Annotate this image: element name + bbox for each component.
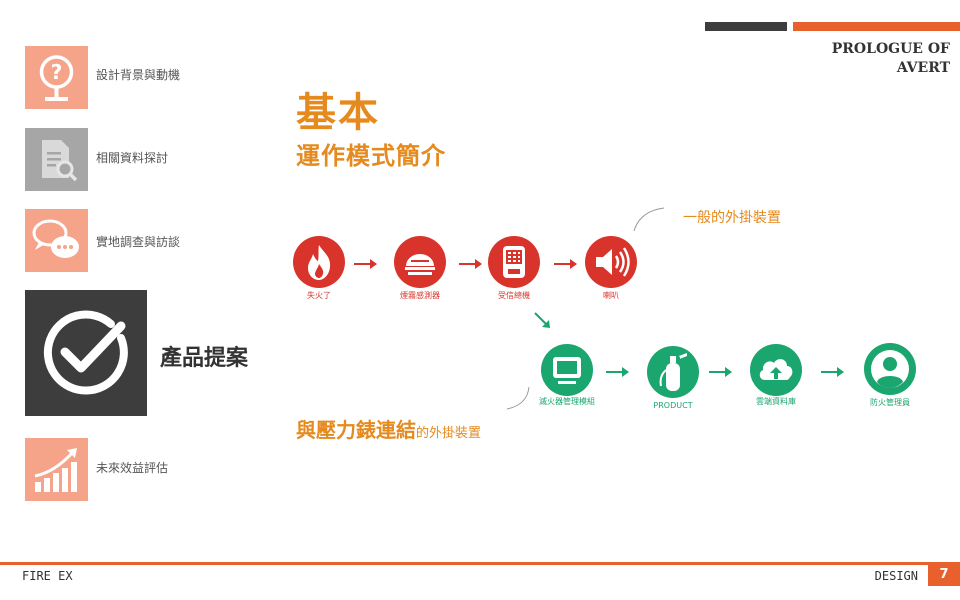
sidebar-item-label: 實地調查與訪談 [96,235,181,249]
speaker-icon [585,236,637,288]
sidebar-item-label: 相關資料探討 [96,151,169,165]
sidebar-item-survey[interactable] [25,209,88,272]
flow-node-smoke-detector [394,236,446,288]
header-title-line2: AVERT [896,60,950,76]
chat-icon [25,209,88,272]
footer-line [0,562,960,565]
sidebar-item-active-label: 產品提案 [160,345,249,371]
note-bottom: 與壓力錶連結的外掛裝置 [296,414,481,443]
question-icon: ? [25,46,88,109]
flow-node-manager [864,343,916,395]
note-connector-top [633,207,665,232]
header-bar-dark [705,22,787,31]
note-top: 一般的外掛裝置 [683,210,781,226]
page-title: 基本 [296,90,380,136]
flow-label: 滅火器管理模組 [539,397,595,406]
flow-label: 喇叭 [603,291,619,300]
cloud-upload-icon [750,344,802,396]
flow-node-module [541,344,593,396]
flow-label: 雲端資料庫 [756,397,796,406]
header-title-line1: PROLOGUE OF [831,41,950,57]
checkmark-icon [25,290,147,416]
note-connector-bottom [506,386,530,410]
page-subtitle: 運作模式簡介 [296,142,446,170]
flow-arrow [554,258,578,270]
flow-node-product [647,346,699,398]
sidebar-item-label: 未來效益評估 [96,461,169,475]
flow-label-product: PRODUCT [653,401,693,410]
flow-arrow [606,366,630,378]
flow-node-fire [293,236,345,288]
monitor-icon [541,344,593,396]
note-bottom-suffix: 的外掛裝置 [416,426,482,441]
svg-text:?: ? [51,60,63,84]
flow-arrow [354,258,378,270]
sidebar-item-background[interactable]: ? [25,46,88,109]
flow-node-speaker [585,236,637,288]
header-bar-orange [793,22,960,31]
extinguisher-icon [647,346,699,398]
flow-label: 煙霧感測器 [400,291,440,300]
smoke-detector-icon [394,236,446,288]
flow-arrow [459,258,483,270]
flow-node-control-panel [488,236,540,288]
flow-arrow [709,366,733,378]
footer-left-text: FIRE EX [22,569,73,583]
footer-right-text: DESIGN [874,569,918,583]
flow-arrow [821,366,845,378]
flow-node-cloud-db [750,344,802,396]
flow-label: 受信總機 [498,291,530,300]
flow-arrow-diagonal [533,311,553,331]
sidebar-item-proposal[interactable] [25,290,147,416]
flow-label: 防火管理員 [870,398,910,407]
header-title: PROLOGUE OF AVERT [750,40,950,78]
sidebar-item-label: 設計背景與動機 [96,68,181,82]
note-bottom-main: 與壓力錶連結 [296,418,416,442]
sidebar-item-research[interactable] [25,128,88,191]
flow-label: 失火了 [307,291,331,300]
growth-chart-icon [25,438,88,501]
fire-icon [293,236,345,288]
document-search-icon [25,128,88,191]
control-panel-icon [488,236,540,288]
sidebar-item-evaluation[interactable] [25,438,88,501]
user-icon [864,343,916,395]
page-number: 7 [928,564,960,586]
